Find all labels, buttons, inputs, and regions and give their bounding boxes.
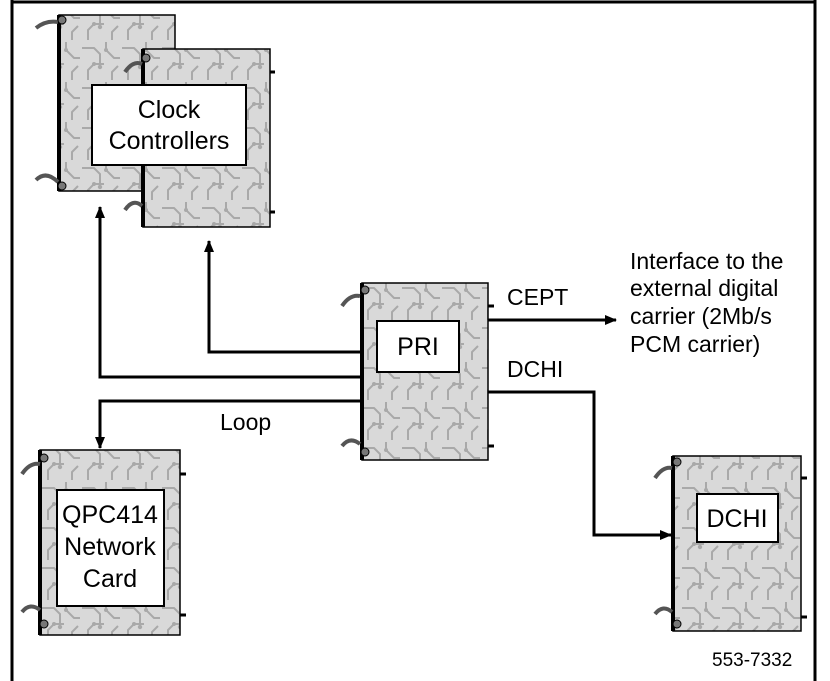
- pri-to-dchi-arrow: [488, 390, 672, 540]
- pri-to-clock-back-arrow: [95, 206, 362, 379]
- pri-to-network-loop-arrow: [95, 399, 362, 449]
- dchi-link-label: DCHI: [507, 356, 563, 382]
- latch-icon: [340, 438, 370, 457]
- clock-label-line1: Clock: [138, 96, 201, 124]
- note-line1: Interface to the: [630, 248, 783, 274]
- latch-icon: [340, 285, 370, 308]
- loop-label: Loop: [220, 409, 271, 435]
- network-label-line2: Network: [64, 533, 156, 561]
- latch-icon: [123, 53, 151, 74]
- clock-label-line2: Controllers: [109, 127, 230, 155]
- network-label-line3: Card: [83, 565, 137, 593]
- latch-icon: [653, 606, 682, 629]
- network-label-box: [56, 489, 165, 607]
- latch-icon: [653, 457, 682, 480]
- dchi-label-box: [696, 493, 779, 543]
- note-line3: carrier (2Mb/s: [630, 303, 772, 329]
- note-line4: PCM carrier): [630, 331, 760, 357]
- latch-icon: [20, 453, 49, 476]
- pri-card: PRI: [340, 282, 494, 461]
- latch-icon: [20, 604, 49, 629]
- latch-icon: [34, 173, 67, 191]
- figure-reference: 553-7332: [712, 650, 792, 671]
- latch-icon: [123, 200, 144, 212]
- external-interface-note: Interface to the external digital carrie…: [630, 248, 783, 357]
- pri-to-clock-front-arrow: [204, 240, 362, 354]
- dchi-card-label: DCHI: [706, 505, 767, 533]
- network-card: QPC414 Network Card: [20, 449, 186, 636]
- cept-label: CEPT: [507, 284, 568, 310]
- figure-frame: [10, 0, 817, 681]
- latch-icon: [34, 15, 67, 30]
- dchi-card: DCHI: [653, 455, 807, 632]
- network-label-line1: QPC414: [62, 501, 158, 529]
- clock-controllers-label-box: Clock Controllers: [91, 84, 247, 166]
- connectors: [95, 206, 672, 540]
- pri-label-box: [376, 320, 460, 373]
- pri-label: PRI: [397, 333, 439, 361]
- note-line2: external digital: [630, 275, 778, 301]
